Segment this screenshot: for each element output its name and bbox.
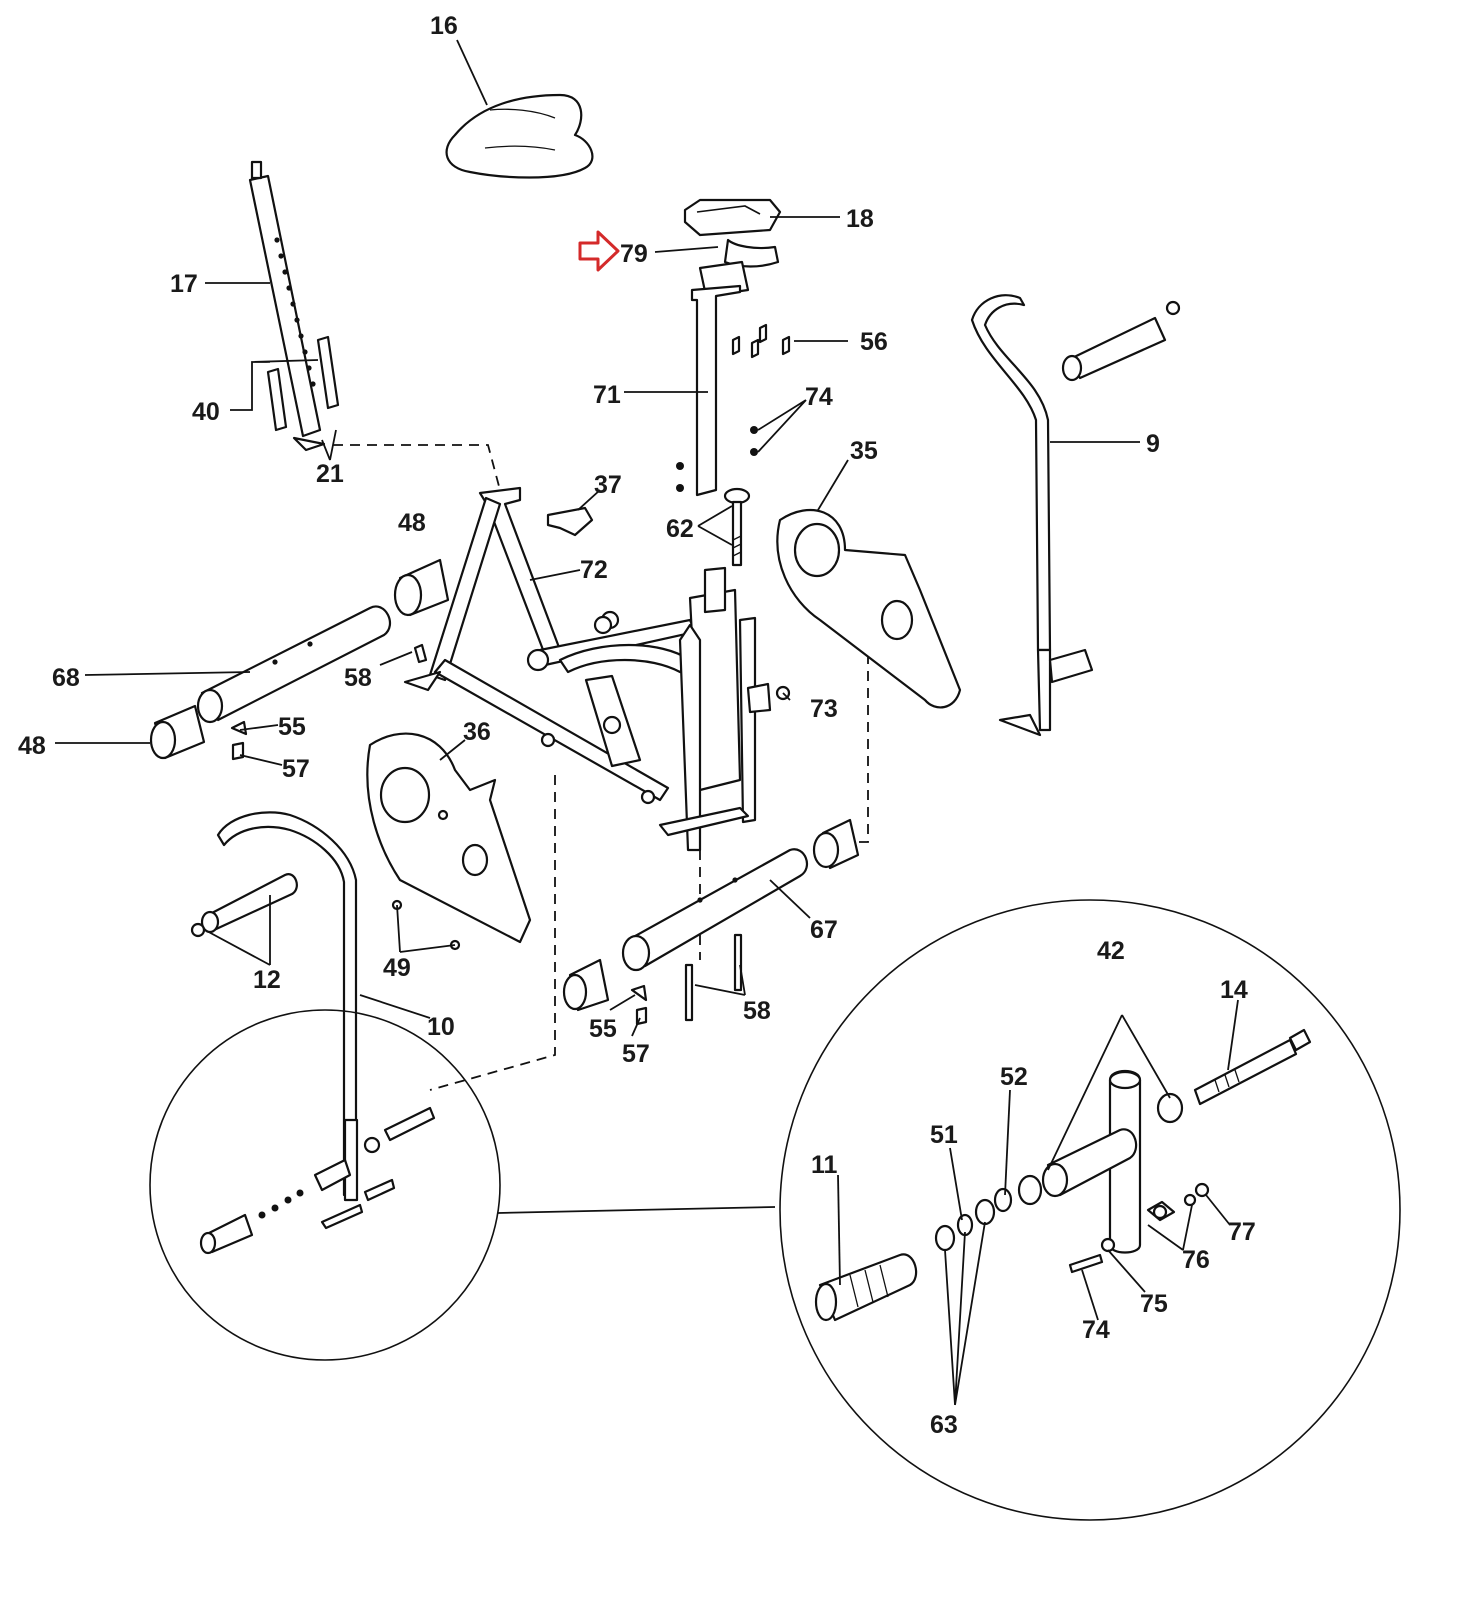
callout-16: 16 <box>430 12 458 40</box>
callout-21: 21 <box>316 460 344 488</box>
callout-12: 12 <box>253 966 281 994</box>
callout-67: 67 <box>810 916 838 944</box>
callout-71: 71 <box>593 381 621 409</box>
callout-79: 79 <box>620 240 648 268</box>
callout-76: 76 <box>1182 1246 1210 1274</box>
end-cap-rear-upper <box>393 558 450 617</box>
callout-14: 14 <box>1220 976 1248 1004</box>
callout-48-lower: 48 <box>18 732 46 760</box>
callout-11: 11 <box>811 1151 838 1179</box>
callout-72: 72 <box>580 556 608 584</box>
callout-77: 77 <box>1228 1218 1256 1246</box>
callout-18: 18 <box>846 205 874 233</box>
chain-guard-right <box>776 508 962 709</box>
front-stabilizer <box>562 818 860 1012</box>
callout-58-upper: 58 <box>344 664 372 692</box>
right-arrow-icon <box>578 230 620 272</box>
callout-9: 9 <box>1146 430 1160 458</box>
callout-68: 68 <box>52 664 80 692</box>
callout-48-upper: 48 <box>398 509 426 537</box>
callout-73: 73 <box>810 695 838 723</box>
callout-37: 37 <box>594 471 622 499</box>
callout-49: 49 <box>383 954 411 982</box>
bolts <box>413 643 743 1022</box>
handlebar-left <box>190 811 358 1197</box>
leader-lines <box>55 39 1239 1406</box>
detail-circle-right <box>779 899 1401 1521</box>
callout-40: 40 <box>192 398 220 426</box>
detail-circle-left <box>149 1009 501 1361</box>
callout-58-lower: 58 <box>743 997 771 1025</box>
end-cap-rear-lower <box>149 704 206 760</box>
callout-10: 10 <box>427 1013 455 1041</box>
callout-51: 51 <box>930 1121 958 1149</box>
callout-55-lower: 55 <box>589 1015 617 1043</box>
callout-74-lower: 74 <box>1082 1316 1110 1344</box>
callout-35: 35 <box>850 437 878 465</box>
callout-17: 17 <box>170 270 198 298</box>
callout-63: 63 <box>930 1411 958 1439</box>
seat-post <box>248 160 340 452</box>
callout-42: 42 <box>1097 937 1125 965</box>
callout-55-upper: 55 <box>278 713 306 741</box>
chain-guard-left <box>366 732 532 944</box>
small-hardware <box>230 615 791 1026</box>
callout-36: 36 <box>463 718 491 746</box>
callout-74-upper: 74 <box>805 383 833 411</box>
seat <box>445 93 594 179</box>
callout-56: 56 <box>860 328 888 356</box>
rear-stabilizer <box>196 605 391 724</box>
tension-knob <box>723 487 751 567</box>
main-frame <box>403 486 757 852</box>
console-stem <box>676 284 791 497</box>
callout-57-lower: 57 <box>622 1040 650 1068</box>
callout-52: 52 <box>1000 1063 1028 1091</box>
callout-57-upper: 57 <box>282 755 310 783</box>
callout-75: 75 <box>1140 1290 1168 1318</box>
handlebar-right <box>970 294 1181 737</box>
callout-62: 62 <box>666 515 694 543</box>
brake-pad <box>546 506 594 537</box>
callout-labels: 16 18 79 17 40 21 56 71 74 9 35 37 62 48… <box>18 12 1256 1439</box>
